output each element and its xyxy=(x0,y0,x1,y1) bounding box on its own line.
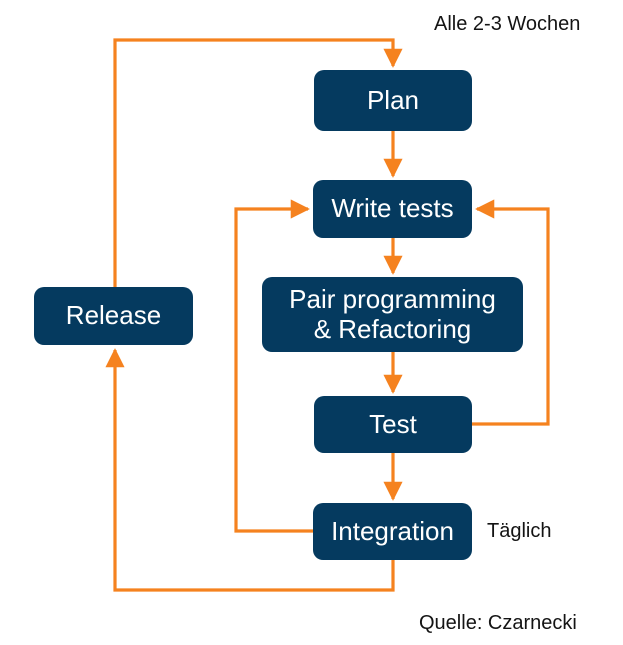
node-release-label: Release xyxy=(65,300,162,331)
caption-iteration-frequency: Alle 2-3 Wochen xyxy=(434,13,581,35)
caption-daily-frequency: Täglich xyxy=(487,520,552,542)
caption-source: Quelle: Czarnecki xyxy=(419,612,577,634)
edge-test-to-write-tests-loop xyxy=(472,199,550,426)
node-write-tests-label: Write tests xyxy=(331,193,454,224)
node-plan[interactable]: Plan xyxy=(314,70,472,131)
node-test-label: Test xyxy=(369,408,417,439)
node-integration[interactable]: Integration xyxy=(313,503,472,560)
node-release[interactable]: Release xyxy=(34,287,193,345)
node-test[interactable]: Test xyxy=(314,396,472,453)
node-plan-label: Plan xyxy=(366,84,420,115)
node-write-tests[interactable]: Write tests xyxy=(313,180,472,238)
edge-integration-to-release-loop xyxy=(105,348,395,592)
node-pair-programming[interactable]: Pair programming & Refactoring xyxy=(262,277,523,352)
edge-release-to-plan-loop xyxy=(113,38,403,287)
edge-integration-to-write-tests-loop xyxy=(234,199,313,533)
node-integration-label: Integration xyxy=(331,515,454,546)
node-pair-programming-label: Pair programming & Refactoring xyxy=(289,284,496,344)
